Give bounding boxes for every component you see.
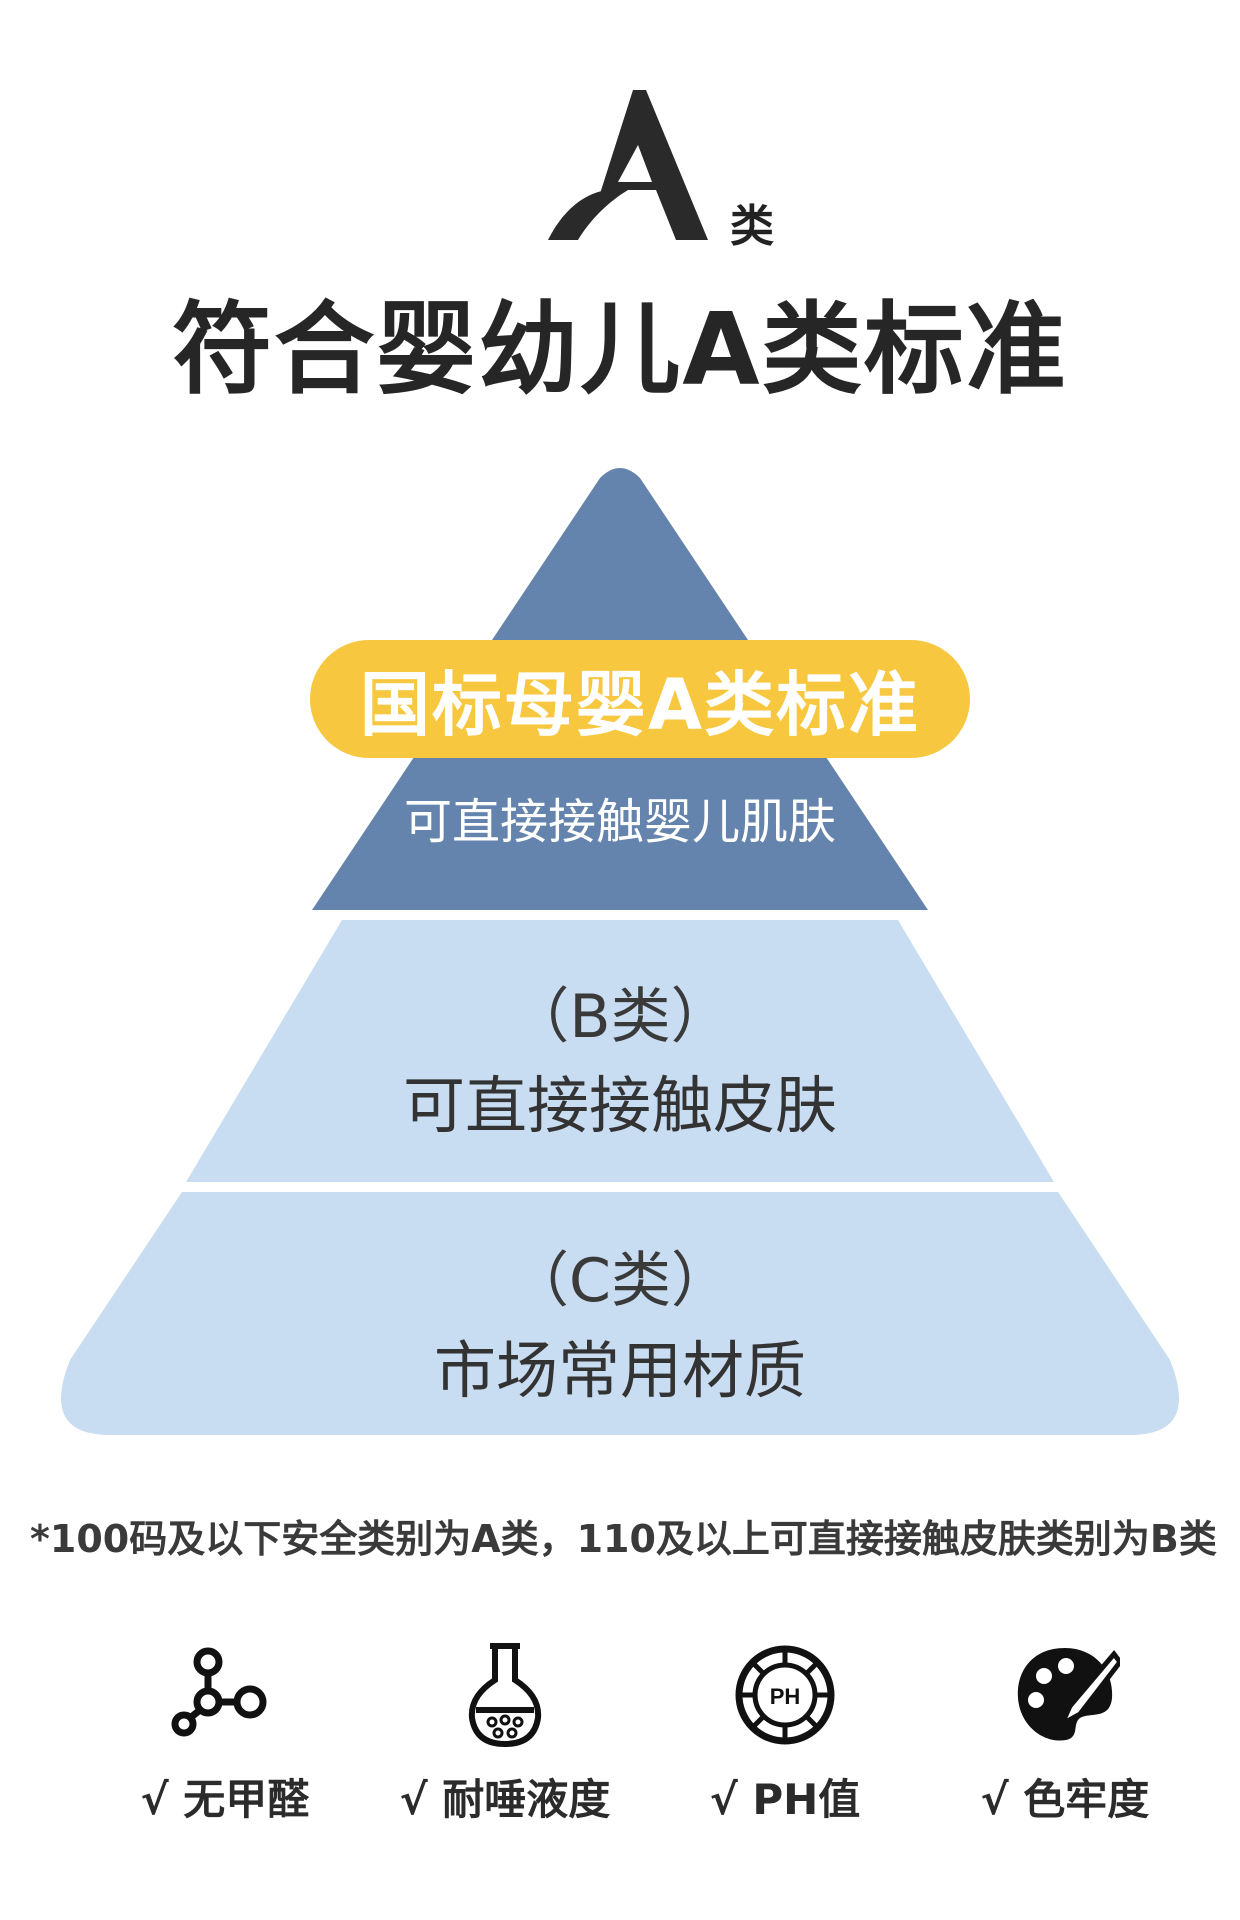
feature-item-saliva: √ 耐唾液度 — [375, 1640, 635, 1827]
tier-c-class-label: （C类） — [509, 1246, 731, 1316]
ph-icon: PH — [735, 1645, 835, 1745]
molecule-icon — [171, 1647, 267, 1737]
feature-item-ph: PH √ PH值 — [655, 1640, 915, 1827]
feature-item-colorfastness: √ 色牢度 — [935, 1640, 1195, 1827]
page-title: 符合婴幼儿A类标准 — [172, 291, 1068, 408]
logo-suffix: 类 — [730, 201, 774, 252]
tier-c-text: 市场常用材质 — [433, 1334, 806, 1407]
tier-c-shape — [61, 1192, 1179, 1435]
feature-label: √ 耐唾液度 — [399, 1775, 611, 1824]
tier-b-class-label: （B类） — [509, 982, 731, 1052]
feature-label: √ PH值 — [709, 1775, 861, 1824]
feature-list: √ 无甲醛 √ 耐唾液度 — [0, 1640, 1240, 1840]
palette-icon — [1017, 1648, 1120, 1741]
footnote: *100码及以下安全类别为A类，110及以上可直接接触皮肤类别为B类 — [30, 1517, 1217, 1561]
tier-a-subtitle: 可直接接触婴儿肌肤 — [403, 794, 836, 850]
tier-b-text: 可直接接触皮肤 — [402, 1069, 837, 1142]
feature-label: √ 无甲醛 — [140, 1775, 310, 1824]
brand-logo: 类 — [0, 90, 1240, 260]
svg-text:PH: PH — [770, 1684, 801, 1709]
a-logo-icon — [548, 90, 708, 240]
flask-icon — [468, 1643, 542, 1748]
tier-b-shape — [186, 920, 1054, 1182]
feature-item-formaldehyde: √ 无甲醛 — [95, 1640, 355, 1827]
feature-label: √ 色牢度 — [980, 1775, 1150, 1824]
tier-a-badge: 国标母婴A类标准 — [310, 640, 970, 758]
